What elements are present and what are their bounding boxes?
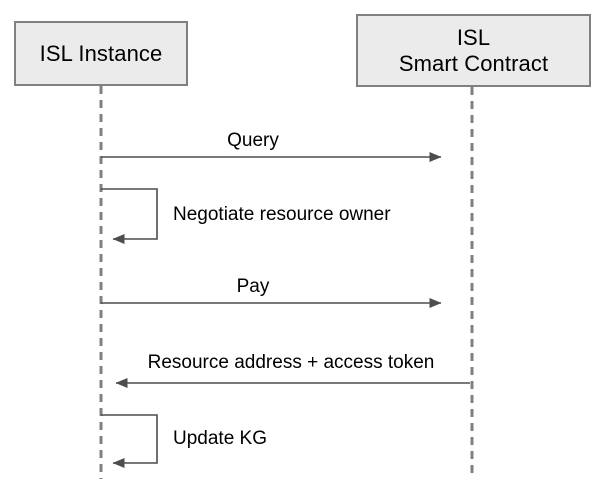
message-label-pay: Pay <box>236 276 270 297</box>
message-label-negotiate-resource-owner: Negotiate resource owner <box>173 204 391 225</box>
message-arrow-update-kg <box>101 414 158 468</box>
message-label-query: Query <box>227 130 279 151</box>
message-label-update-kg: Update KG <box>173 428 267 449</box>
participant-box-isl-instance[interactable]: ISL Instance <box>14 21 188 86</box>
message-label-resource-address-access-token: Resource address + access token <box>147 352 435 373</box>
participant-box-isl-smart-contract[interactable]: ISL Smart Contract <box>356 14 591 87</box>
lifelines <box>99 86 474 479</box>
message-arrow-negotiate-resource-owner <box>101 188 158 244</box>
